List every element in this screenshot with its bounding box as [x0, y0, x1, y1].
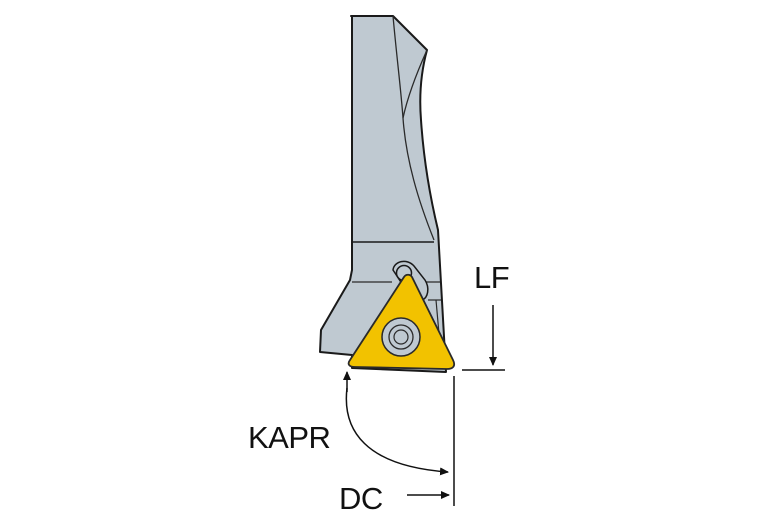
kapr-label: KAPR: [248, 420, 331, 455]
lf-label: LF: [474, 260, 510, 295]
kapr-dimension: [343, 371, 449, 476]
lf-dimension: [462, 305, 505, 371]
dc-label: DC: [339, 481, 383, 516]
kapr-arc-arrow: [345, 387, 449, 476]
shank-face-line: [392, 15, 435, 241]
torx-screw-icon: [381, 317, 421, 357]
insert: [347, 273, 456, 370]
shank-face-line-2: [402, 49, 428, 119]
